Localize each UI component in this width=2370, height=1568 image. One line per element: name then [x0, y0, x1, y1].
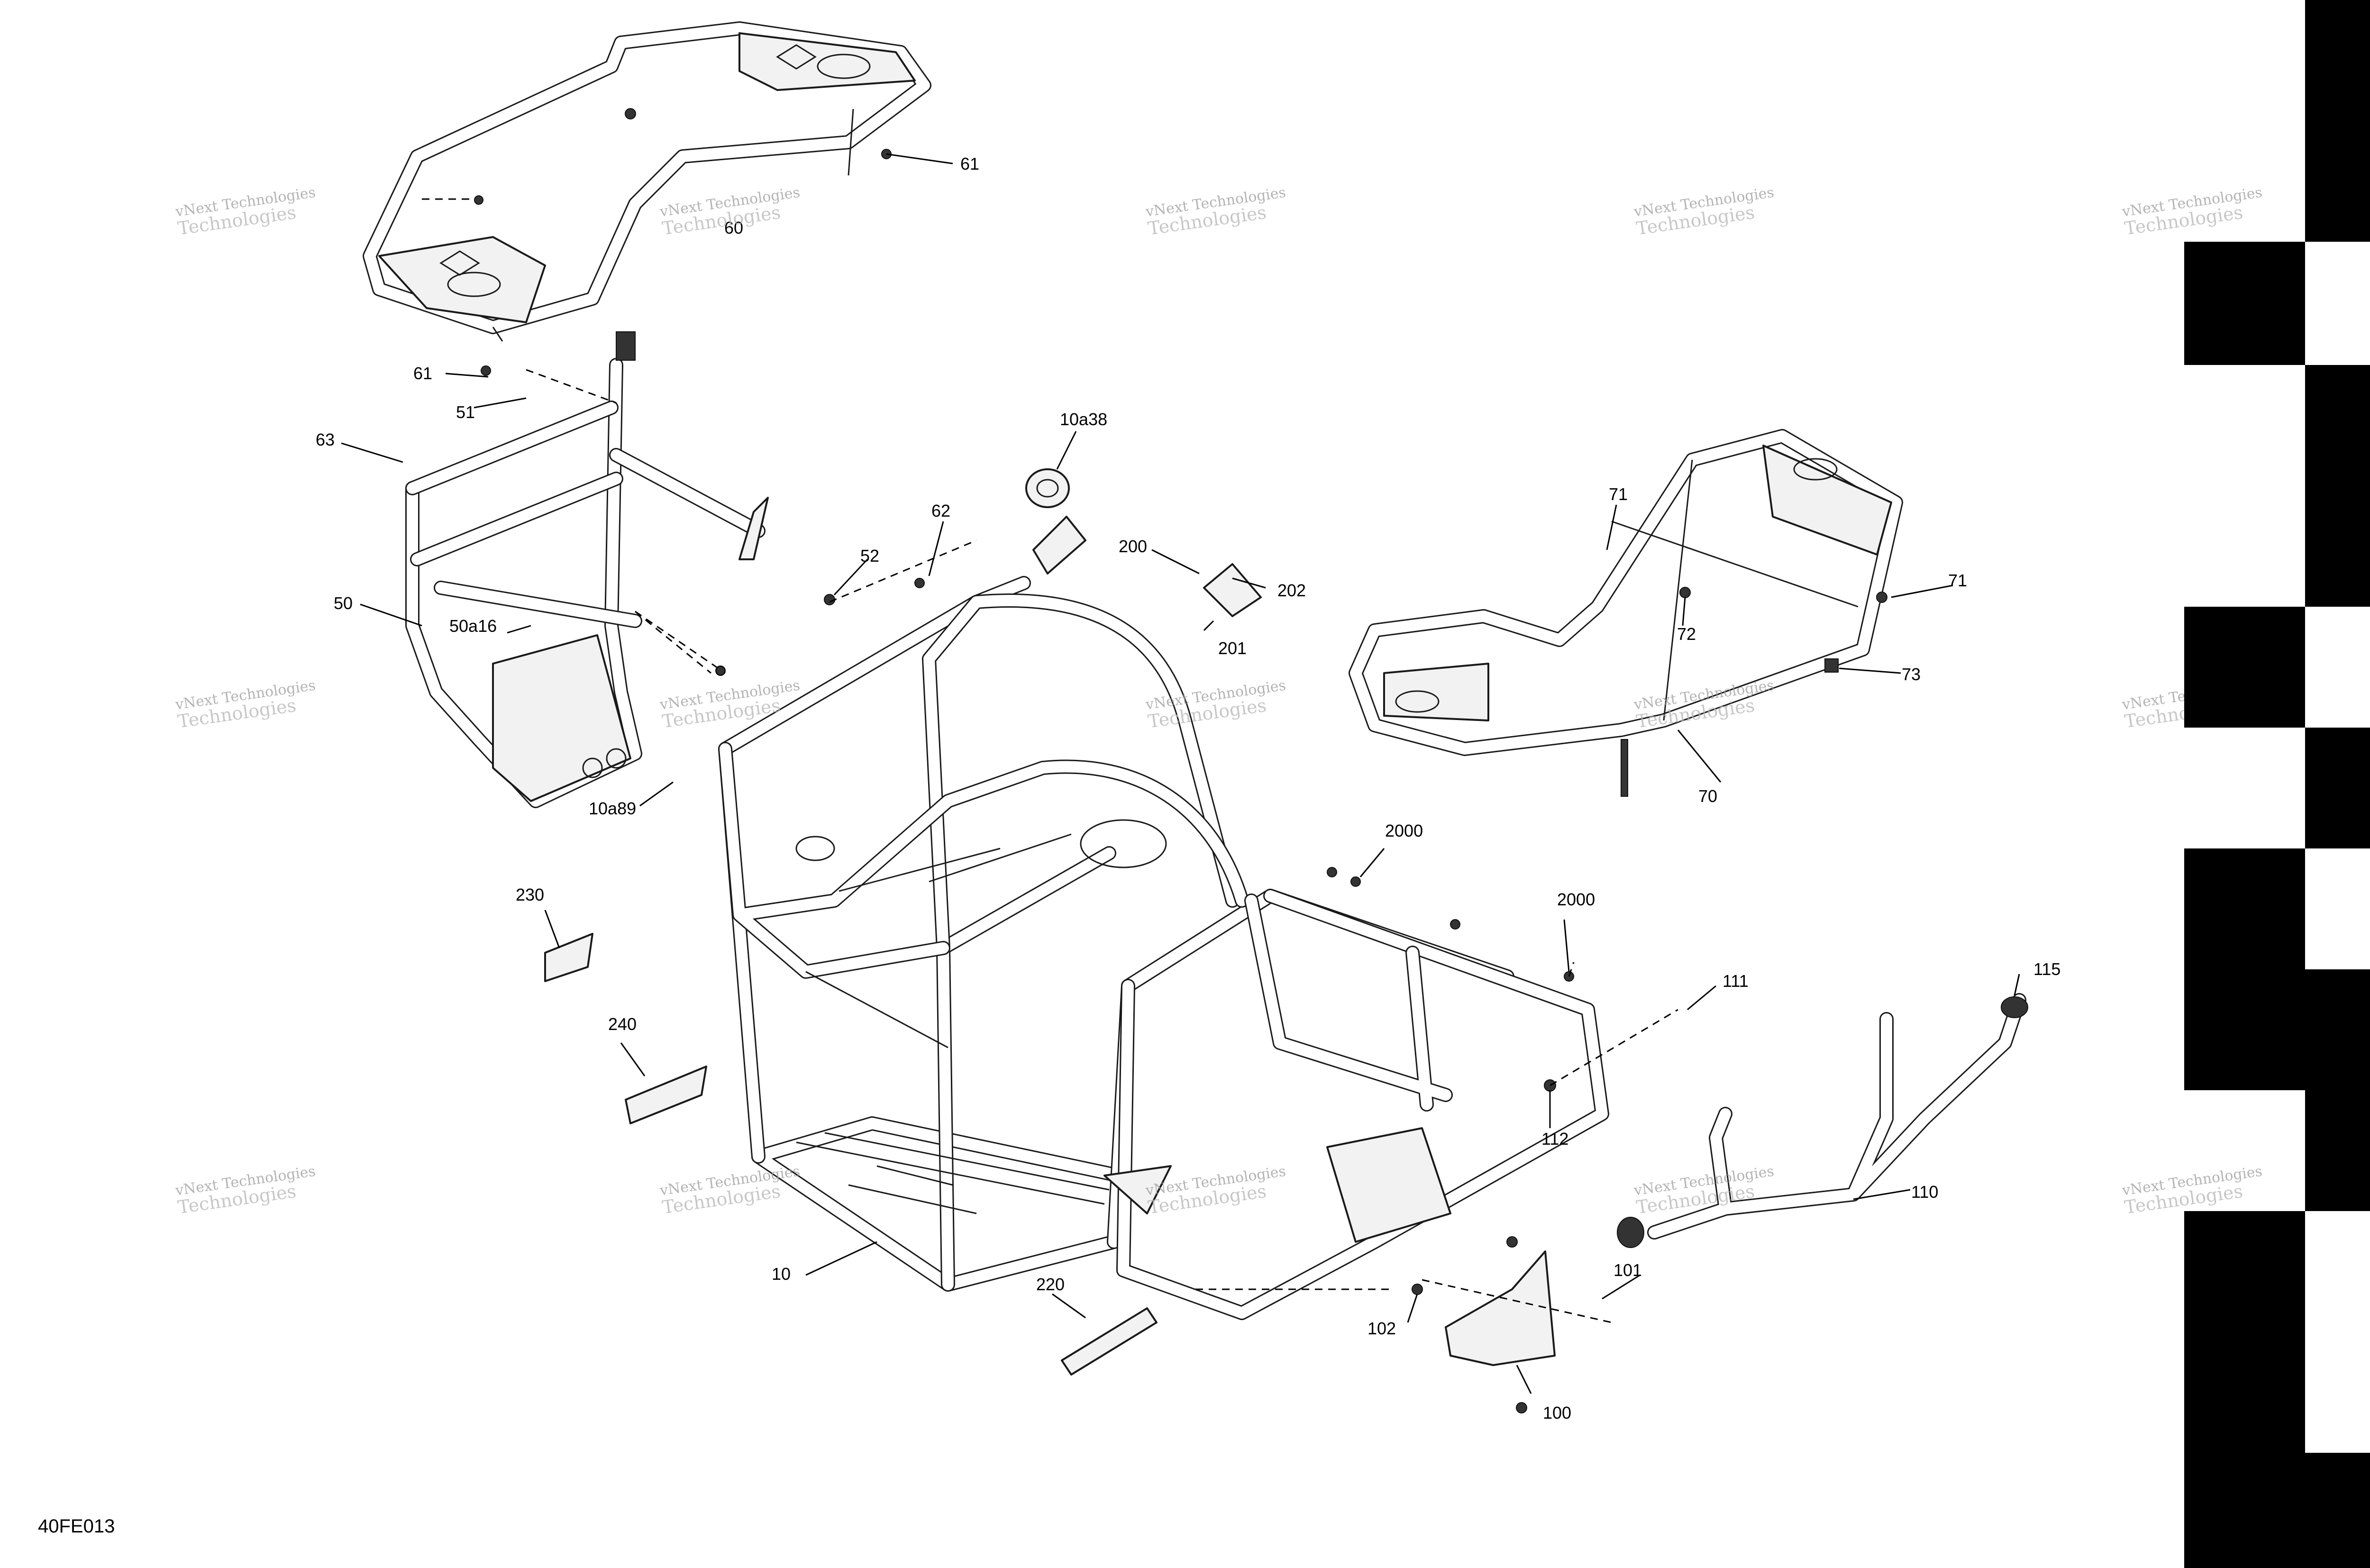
leader-lines [341, 153, 2020, 1394]
callout-200: 200 [1119, 537, 1148, 556]
main-frame-10 [718, 576, 1609, 1320]
front-bumper-110 [1617, 993, 2028, 1248]
callout-70: 70 [1698, 786, 1718, 806]
edge-marker [2184, 242, 2305, 365]
side-rack-70 [1349, 429, 1903, 797]
callout-52: 52 [860, 546, 880, 565]
callout-202: 202 [1277, 581, 1306, 600]
callout-71: 71 [1609, 484, 1628, 504]
callout-240: 240 [608, 1014, 637, 1034]
callout-10: 10 [772, 1264, 791, 1284]
callout-112: 112 [1541, 1129, 1569, 1149]
edge-marker [2184, 848, 2305, 1090]
callout-10a38: 10a38 [1060, 410, 1108, 429]
callout-71: 71 [1948, 571, 1968, 590]
callout-62: 62 [931, 501, 951, 520]
edge-marker [2305, 0, 2370, 242]
rear-rack-60 [363, 21, 931, 342]
edge-marker [2305, 728, 2370, 848]
edge-marker [2305, 969, 2370, 1211]
callout-2000: 2000 [1385, 821, 1423, 840]
small-parts [544, 468, 1678, 1413]
callout-60: 60 [724, 218, 744, 237]
callout-51: 51 [456, 402, 475, 422]
callout-2000: 2000 [1557, 890, 1595, 909]
callout-230: 230 [516, 885, 545, 904]
callout-61: 61 [960, 154, 980, 173]
callout-50a16: 50a16 [449, 616, 497, 636]
callout-61: 61 [413, 364, 433, 383]
callout-115: 115 [2033, 959, 2061, 979]
callout-201: 201 [1218, 638, 1247, 658]
callout-73: 73 [1902, 665, 1921, 684]
callout-10a89: 10a89 [589, 799, 637, 818]
callout-220: 220 [1036, 1275, 1065, 1294]
front-frame-50 [405, 331, 769, 808]
edge-marker [2184, 607, 2305, 728]
edge-marker [2305, 1453, 2370, 1568]
callout-101: 101 [1613, 1260, 1642, 1280]
edge-marker [2305, 365, 2370, 607]
figure-code: 40FE013 [38, 1516, 115, 1537]
callout-110: 110 [1911, 1182, 1939, 1202]
callout-50: 50 [334, 593, 353, 613]
callout-111: 111 [1723, 971, 1749, 991]
callout-100: 100 [1543, 1403, 1572, 1422]
callout-102: 102 [1367, 1319, 1396, 1338]
edge-marker [2184, 1211, 2305, 1568]
callout-72: 72 [1677, 624, 1696, 644]
callout-63: 63 [316, 430, 335, 449]
